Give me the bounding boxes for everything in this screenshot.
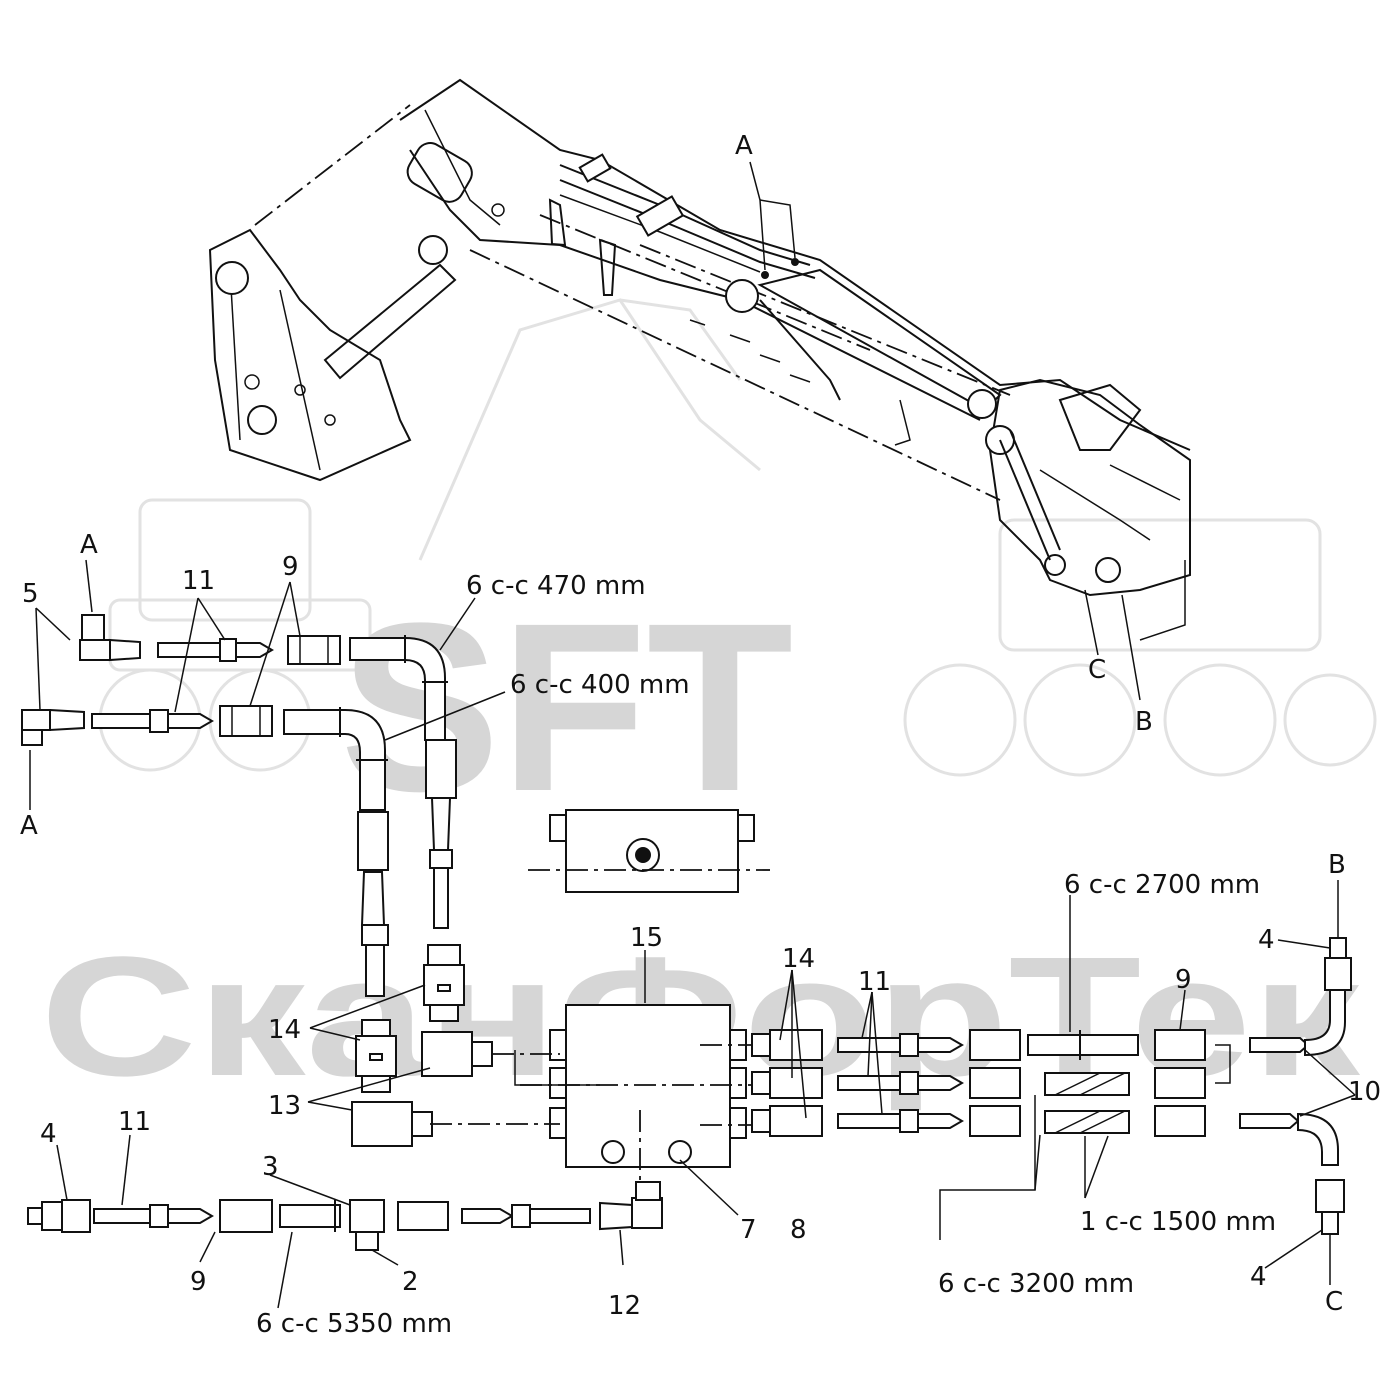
hose-400 <box>283 709 386 811</box>
nut-fitting-second <box>219 705 273 737</box>
leader-lines <box>29 559 1356 1309</box>
boom-bracket <box>598 238 617 296</box>
boom-head <box>988 378 1191 597</box>
hose-5350 <box>279 1204 341 1228</box>
label-9-top: 9 <box>282 552 299 582</box>
valve-block-plug-7 <box>601 1140 625 1164</box>
label-hose-5350: 6 c-c 5350 mm <box>256 1309 452 1339</box>
nut-fitting-9-bottom <box>219 1199 273 1233</box>
hose-end-10-upper <box>1249 1037 1310 1053</box>
hose-end-10-lower <box>1239 1113 1300 1129</box>
bottom-hose-row <box>27 1181 663 1251</box>
boom-lightening-slot <box>406 142 473 203</box>
label-12: 12 <box>608 1291 641 1321</box>
label-a-lower: A <box>20 811 38 841</box>
label-13: 13 <box>268 1091 301 1121</box>
boom-hose-clamp <box>635 195 685 237</box>
label-hose-1500: 1 c-c 1500 mm <box>1080 1207 1276 1237</box>
hose-end-11-bottom <box>93 1208 151 1224</box>
nut-fitting-400 <box>357 811 389 871</box>
label-hose-470: 6 c-c 470 mm <box>466 571 646 601</box>
boom-label-b: B <box>1135 707 1153 737</box>
tee-13-upper <box>421 1031 473 1077</box>
elbow-fitting-12 <box>599 1201 633 1231</box>
label-4-right-top: 4 <box>1258 925 1275 955</box>
watermark-brand: SFT <box>340 573 793 841</box>
label-9-right: 9 <box>1175 965 1192 995</box>
callout-labels: A 5 A 11 9 6 c-c 470 mm 6 c-c 400 mm 14 … <box>20 530 1381 1339</box>
boom-label-a: A <box>735 131 753 161</box>
elbow-fitting-top <box>81 614 105 641</box>
label-b-right: B <box>1328 850 1346 880</box>
adapter-4-left <box>41 1201 63 1231</box>
hose-end-second <box>91 713 151 729</box>
nut-fitting-9-right <box>1154 1029 1206 1061</box>
left-fittings <box>351 944 560 1147</box>
hose-2700 <box>1027 1034 1139 1056</box>
label-5: 5 <box>22 579 39 609</box>
fitting-14-right-3 <box>769 1105 823 1137</box>
plug-2 <box>355 1231 379 1251</box>
label-4-left: 4 <box>40 1119 57 1149</box>
label-2: 2 <box>402 1267 419 1297</box>
label-hose-400: 6 c-c 400 mm <box>510 670 690 700</box>
label-15: 15 <box>630 923 663 953</box>
label-4-right-bottom: 4 <box>1250 1262 1267 1292</box>
nut-fitting-2700 <box>969 1029 1021 1061</box>
main-boom-arm <box>399 78 1191 451</box>
label-hose-2700: 6 c-c 2700 mm <box>1064 870 1260 900</box>
boom-label-c: C <box>1088 655 1106 685</box>
label-11-right: 11 <box>858 967 891 997</box>
fitting-14-lower <box>361 1019 391 1037</box>
stick-cylinder-pivot <box>725 279 759 313</box>
boom-hose-bundle <box>559 164 811 266</box>
label-hose-3200: 6 c-c 3200 mm <box>938 1269 1134 1299</box>
label-a-upper: A <box>80 530 98 560</box>
fitting-14-right-2 <box>769 1067 823 1099</box>
nut-fitting-top <box>287 635 341 665</box>
main-valve-block <box>514 1004 780 1200</box>
label-11-top: 11 <box>182 566 215 596</box>
boom-head-block <box>1058 383 1142 451</box>
valve-block-15 <box>565 1004 731 1168</box>
label-3: 3 <box>262 1152 279 1182</box>
boom-assembly: A C B <box>208 78 1191 737</box>
adapter-4-c <box>1315 1179 1345 1213</box>
label-9-bottom: 9 <box>190 1267 207 1297</box>
fitting-14-upper <box>427 944 461 966</box>
label-7: 7 <box>740 1215 757 1245</box>
lift-cylinder <box>323 263 457 380</box>
label-8: 8 <box>790 1215 807 1245</box>
tee-3 <box>349 1199 385 1233</box>
upper-hose-lines <box>21 614 457 997</box>
label-c-right: C <box>1325 1287 1343 1317</box>
valve-block-side-view <box>528 809 770 893</box>
boom-base-frame <box>208 228 412 482</box>
label-10: 10 <box>1348 1077 1381 1107</box>
adapter-4-b <box>1324 957 1352 991</box>
right-hose-runs <box>751 880 1352 1285</box>
nut-fitting-470 <box>425 739 457 799</box>
fitting-14-right-1 <box>769 1029 823 1061</box>
boom-base-pivot <box>215 261 249 295</box>
tee-13-lower <box>351 1101 413 1147</box>
label-14-right: 14 <box>782 944 815 974</box>
boom-head-pivot <box>1095 557 1121 583</box>
label-14-left: 14 <box>268 1015 301 1045</box>
label-11-bottom: 11 <box>118 1107 151 1137</box>
